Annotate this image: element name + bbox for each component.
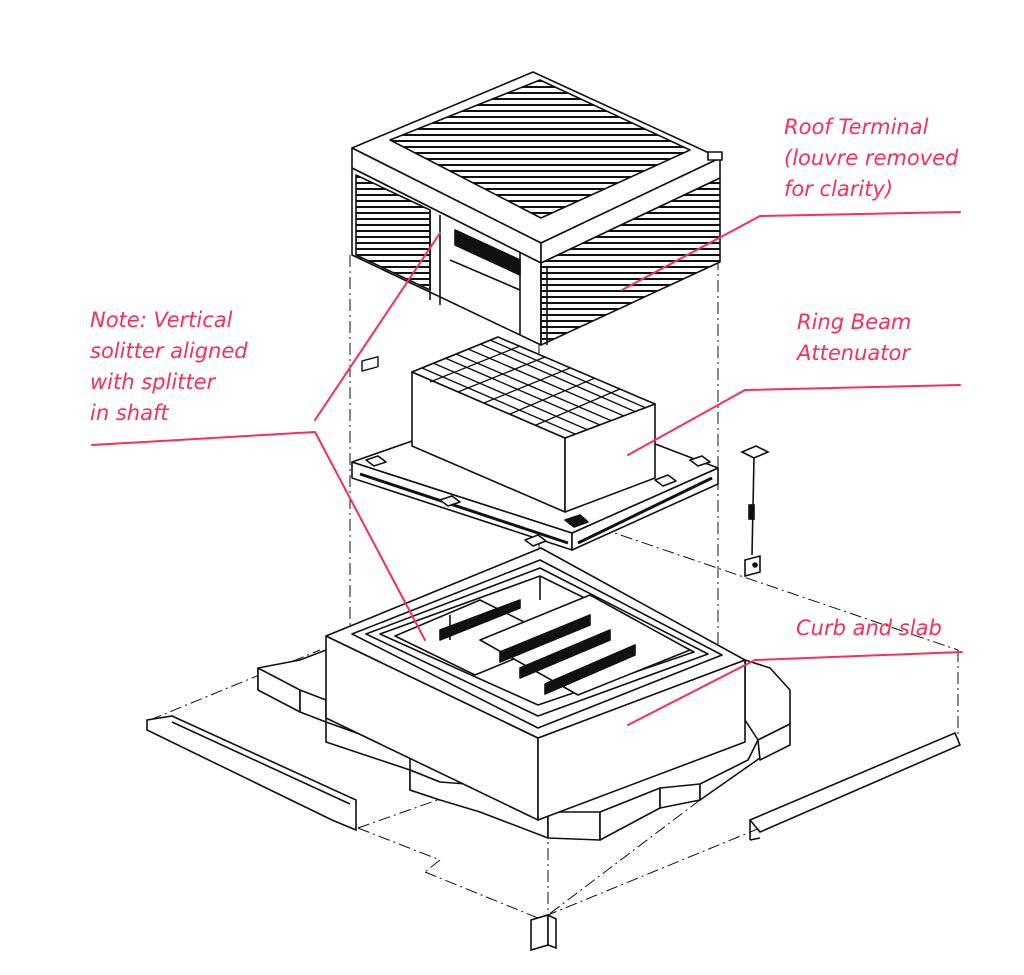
roof-terminal-line-2: (louvre removed [784, 146, 959, 170]
note-line-1: Note: Vertical [90, 308, 233, 332]
roof-terminal-line-3: for clarity) [784, 177, 894, 201]
ring-beam-line-2: Attenuator [797, 341, 910, 365]
note-line-2: solitter aligned [90, 339, 248, 363]
attenuator-box [411, 336, 656, 513]
roof-terminal [351, 71, 723, 346]
fixing-bracket-bottom [530, 913, 557, 952]
splitter-note-label: Note: Vertical solitter aligned with spl… [90, 305, 248, 429]
curb-slab-label: Curb and slab [796, 613, 942, 644]
curb-line-1: Curb and slab [796, 616, 942, 640]
flashing-strips [146, 715, 962, 841]
roof-terminal-label: Roof Terminal (louvre removed for clarit… [784, 112, 958, 205]
note-line-4: in shaft [90, 401, 169, 425]
note-line-3: with splitter [90, 370, 216, 394]
roof-terminal-line-1: Roof Terminal [784, 115, 929, 139]
ring-beam-line-1: Ring Beam [797, 310, 912, 334]
hanger-bolt [740, 445, 770, 578]
ring-beam-label: Ring Beam Attenuator [797, 307, 911, 369]
curb-block [325, 547, 746, 821]
leader-lines [91, 211, 963, 726]
ground-slab [257, 649, 791, 841]
